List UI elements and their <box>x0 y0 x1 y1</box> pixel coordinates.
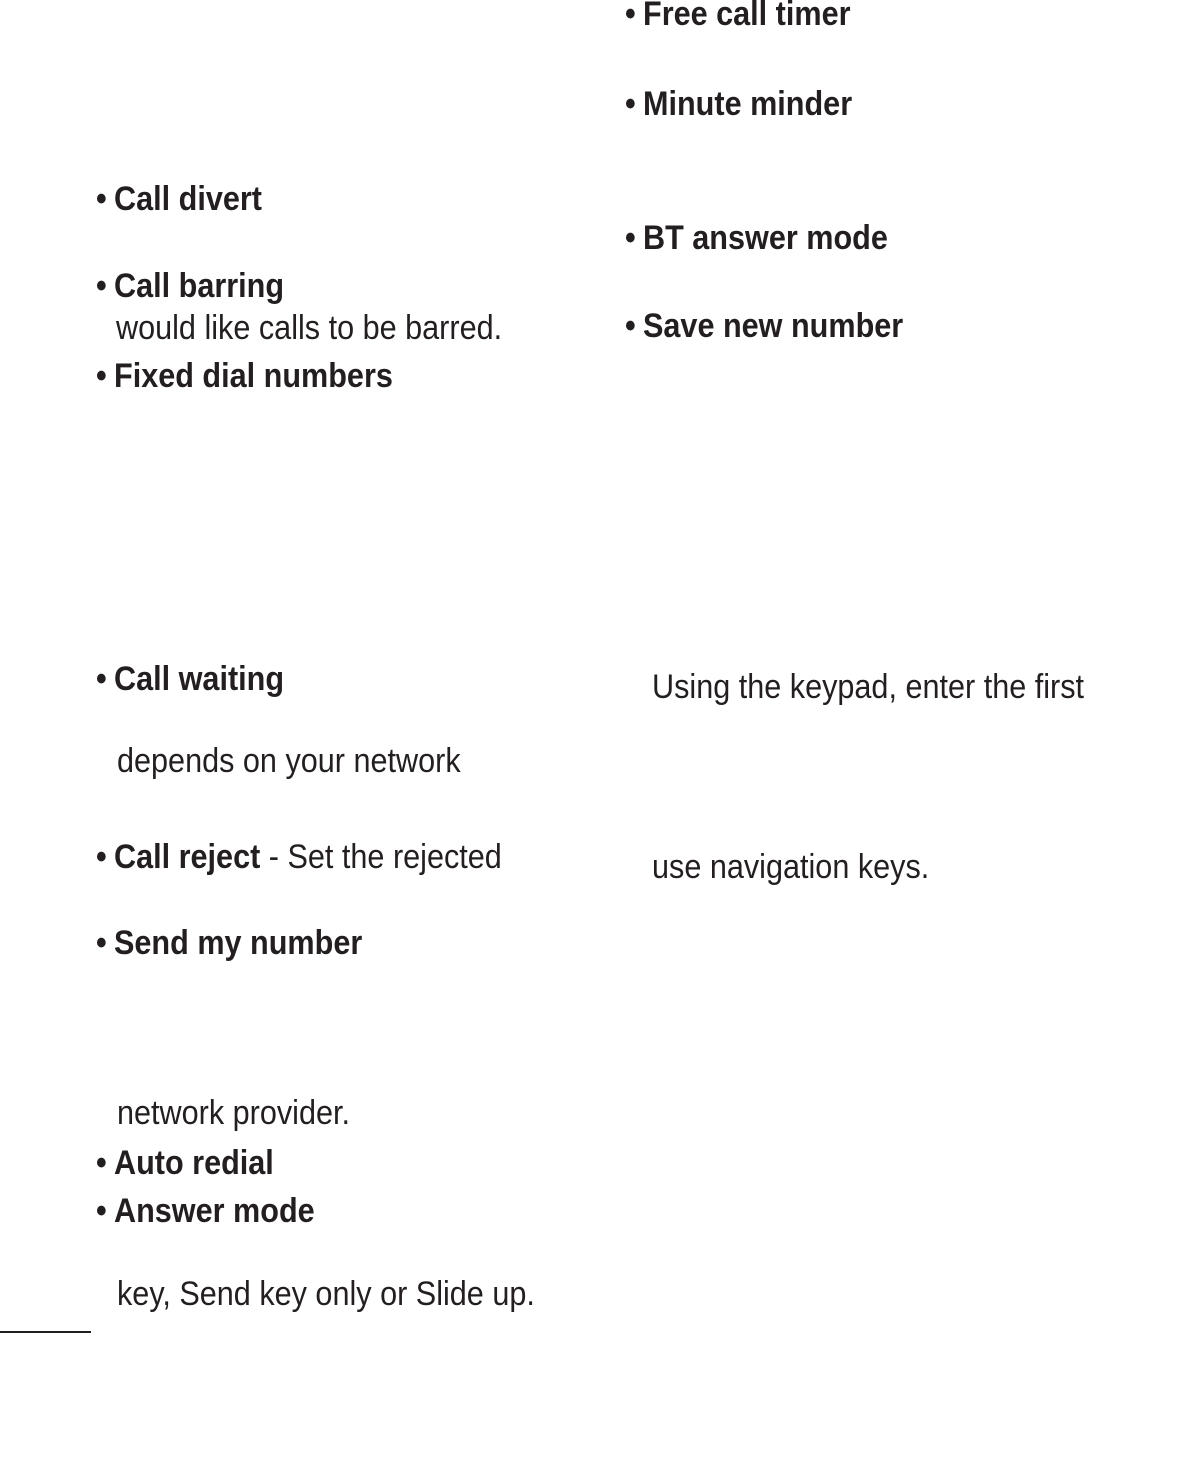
body-line-call-barring-continuation: would like calls to be barred. <box>116 308 502 348</box>
list-item-send-my-number: •Send my number <box>96 923 362 963</box>
list-item-answer-mode: •Answer mode <box>96 1191 315 1231</box>
list-item-label: Fixed dial numbers <box>114 357 393 395</box>
list-item-bt-answer-mode: •BT answer mode <box>625 218 888 258</box>
list-item-label: Auto redial <box>114 1144 274 1182</box>
bullet-icon: • <box>625 85 636 123</box>
list-item-description: - Set the rejected <box>260 838 502 876</box>
footer-divider-line <box>0 1331 91 1333</box>
bullet-icon: • <box>625 219 636 257</box>
body-line-using-keypad: Using the keypad, enter the first <box>652 667 1084 707</box>
bullet-icon: • <box>96 660 107 698</box>
body-text: depends on your network <box>117 742 461 780</box>
body-line-use-navigation-keys: use navigation keys. <box>652 847 929 887</box>
body-text: use navigation keys. <box>652 848 930 886</box>
list-item-label: Free call timer <box>643 0 851 33</box>
bullet-icon: • <box>96 357 107 395</box>
list-item-save-new-number: •Save new number <box>625 306 903 346</box>
list-item-call-divert: •Call divert <box>96 179 262 219</box>
bullet-icon: • <box>96 267 107 305</box>
body-text: would like calls to be barred. <box>116 309 503 347</box>
list-item-fixed-dial-numbers: •Fixed dial numbers <box>96 356 393 396</box>
list-item-label: Send my number <box>114 924 363 962</box>
list-item-minute-minder: •Minute minder <box>625 84 852 124</box>
list-item-label: Save new number <box>643 307 904 345</box>
body-line-network-provider: network provider. <box>117 1093 350 1133</box>
body-line-call-waiting-continuation: depends on your network <box>117 741 461 781</box>
bullet-icon: • <box>96 180 107 218</box>
list-item-call-waiting: •Call waiting <box>96 659 284 699</box>
bullet-icon: • <box>96 838 107 876</box>
body-text: network provider. <box>117 1094 351 1132</box>
bullet-icon: • <box>625 0 636 33</box>
body-line-answer-mode-continuation: key, Send key only or Slide up. <box>117 1274 535 1314</box>
bullet-icon: • <box>96 1192 107 1230</box>
list-item-label: Answer mode <box>114 1192 315 1230</box>
list-item-label: Call barring <box>114 267 285 305</box>
list-item-label: Call divert <box>114 180 262 218</box>
list-item-call-reject: •Call reject - Set the rejected <box>96 837 502 877</box>
bullet-icon: • <box>96 1144 107 1182</box>
bullet-icon: • <box>96 924 107 962</box>
list-item-auto-redial: •Auto redial <box>96 1143 274 1183</box>
list-item-label: BT answer mode <box>643 219 888 257</box>
body-text: Using the keypad, enter the first <box>652 668 1085 706</box>
list-item-label: Minute minder <box>643 85 853 123</box>
bullet-icon: • <box>625 307 636 345</box>
list-item-call-barring: •Call barring <box>96 266 284 306</box>
list-item-free-call-timer: •Free call timer <box>625 0 851 34</box>
list-item-label: Call waiting <box>114 660 285 698</box>
list-item-label: Call reject <box>114 838 261 876</box>
body-text: key, Send key only or Slide up. <box>117 1275 535 1313</box>
